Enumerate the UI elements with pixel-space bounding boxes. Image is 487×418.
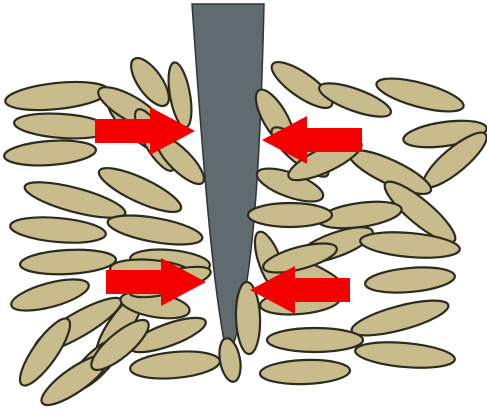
grain-icon [248,203,332,227]
grain-icon [267,328,363,352]
